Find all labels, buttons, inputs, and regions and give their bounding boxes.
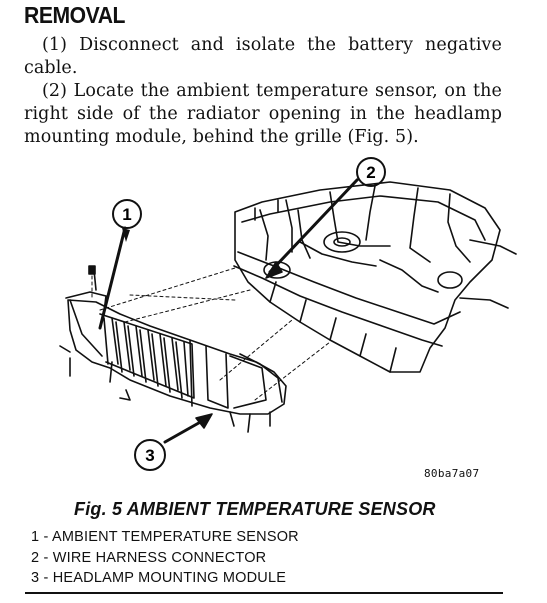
step-1-text: (1) Disconnect and isolate the battery n… [24,35,502,78]
legend-item-1: 1 - AMBIENT TEMPERATURE SENSOR [31,529,299,545]
callout-2-group [265,157,386,279]
assembly-dashed-lines [91,267,331,401]
bottom-rule [25,592,503,594]
callout-1-group [98,199,142,330]
callout-1-label: 1 [122,205,131,224]
figure-image-code: 80ba7a07 [424,467,480,480]
section-heading: REMOVAL [24,2,126,28]
headlamp-module-drawing [59,265,287,433]
callout-3-label: 3 [145,446,154,465]
legend-item-2: 2 - WIRE HARNESS CONNECTOR [31,550,267,566]
radiator-support-drawing [233,181,517,373]
callout-3-group [134,413,213,471]
figure-caption: Fig. 5 AMBIENT TEMPERATURE SENSOR [74,499,436,519]
figure-illustration: 1 2 3 [59,157,517,471]
callout-2-label: 2 [366,163,375,182]
step-2-text: (2) Locate the ambient temperature senso… [24,81,502,147]
legend-item-3: 3 - HEADLAMP MOUNTING MODULE [31,570,287,586]
